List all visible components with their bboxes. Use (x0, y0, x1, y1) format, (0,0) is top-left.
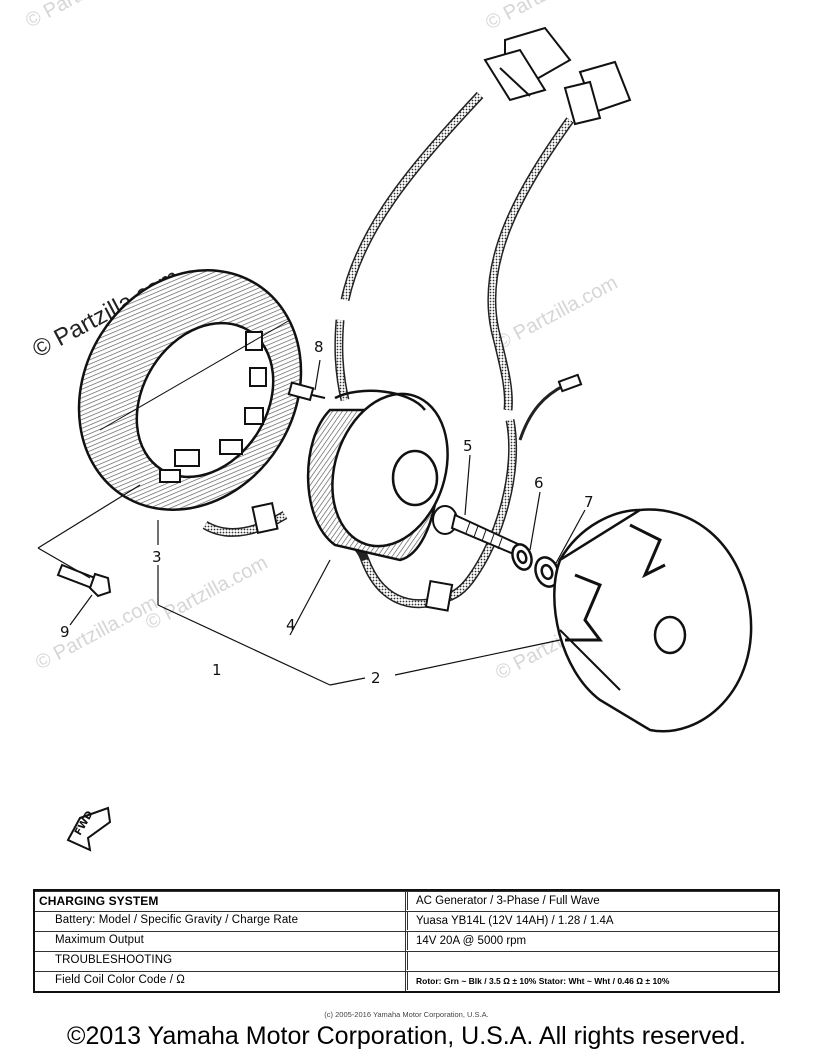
charging-system-table: CHARGING SYSTEM AC Generator / 3-Phase /… (33, 889, 780, 993)
watermark: © Partzilla.com (22, 0, 151, 32)
screw (56, 563, 112, 598)
field-coil (306, 389, 449, 562)
callout-1: 1 (212, 661, 222, 679)
watermark: © Partzilla.com (492, 272, 621, 355)
connector-plug-left (483, 26, 572, 102)
copyright-notice: ©2013 Yamaha Motor Corporation, U.S.A. A… (67, 1022, 746, 1050)
washers (511, 543, 560, 588)
table-row: TROUBLESHOOTING (35, 951, 778, 971)
table-row: Battery: Model / Specific Gravity / Char… (35, 911, 778, 931)
callout-4: 4 (286, 616, 296, 634)
connector-plug-right (563, 60, 632, 126)
row-value: Rotor: Grn ~ Blk / 3.5 Ω ± 10% Stator: W… (407, 972, 669, 990)
small-copyright: (c) 2005-2016 Yamaha Motor Corporation, … (324, 1010, 489, 1019)
callout-9: 9 (60, 623, 70, 641)
table-row: Maximum Output 14V 20A @ 5000 rpm (35, 931, 778, 951)
connector-small (251, 373, 583, 612)
callout-5: 5 (463, 437, 473, 455)
stud-bolt (287, 381, 326, 402)
watermark: © Partzilla.com (32, 592, 161, 675)
row-label: Field Coil Color Code / Ω (55, 974, 185, 986)
callout-7: 7 (584, 493, 594, 511)
leader-lines (37, 359, 586, 686)
callout-3: 3 (152, 548, 162, 566)
table-header-value: AC Generator / 3-Phase / Full Wave (407, 892, 600, 910)
callout-labels: 1 2 3 4 5 6 7 8 9 (60, 338, 594, 687)
row-label: Battery: Model / Specific Gravity / Char… (55, 914, 299, 926)
table-header-row: CHARGING SYSTEM AC Generator / 3-Phase /… (35, 891, 778, 911)
rotor (553, 508, 753, 733)
center-bolt (432, 505, 522, 557)
table-header-label: CHARGING SYSTEM (39, 894, 159, 908)
stator-coil (77, 269, 303, 511)
row-label: Maximum Output (55, 934, 144, 946)
table-row: Field Coil Color Code / Ω Rotor: Grn ~ B… (35, 971, 778, 991)
row-label: TROUBLESHOOTING (55, 954, 173, 966)
exploded-parts-diagram: © Partzilla.com © Partzilla.com © Partzi… (22, 0, 753, 852)
row-value: 14V 20A @ 5000 rpm (407, 932, 526, 950)
callout-2: 2 (371, 669, 381, 687)
callout-8: 8 (314, 338, 324, 356)
fwd-arrow-icon: FWD (66, 806, 112, 852)
row-value (407, 952, 416, 970)
callout-6: 6 (534, 474, 544, 492)
table-divider (405, 891, 406, 991)
row-value: Yuasa YB14L (12V 14AH) / 1.28 / 1.4A (407, 912, 614, 930)
